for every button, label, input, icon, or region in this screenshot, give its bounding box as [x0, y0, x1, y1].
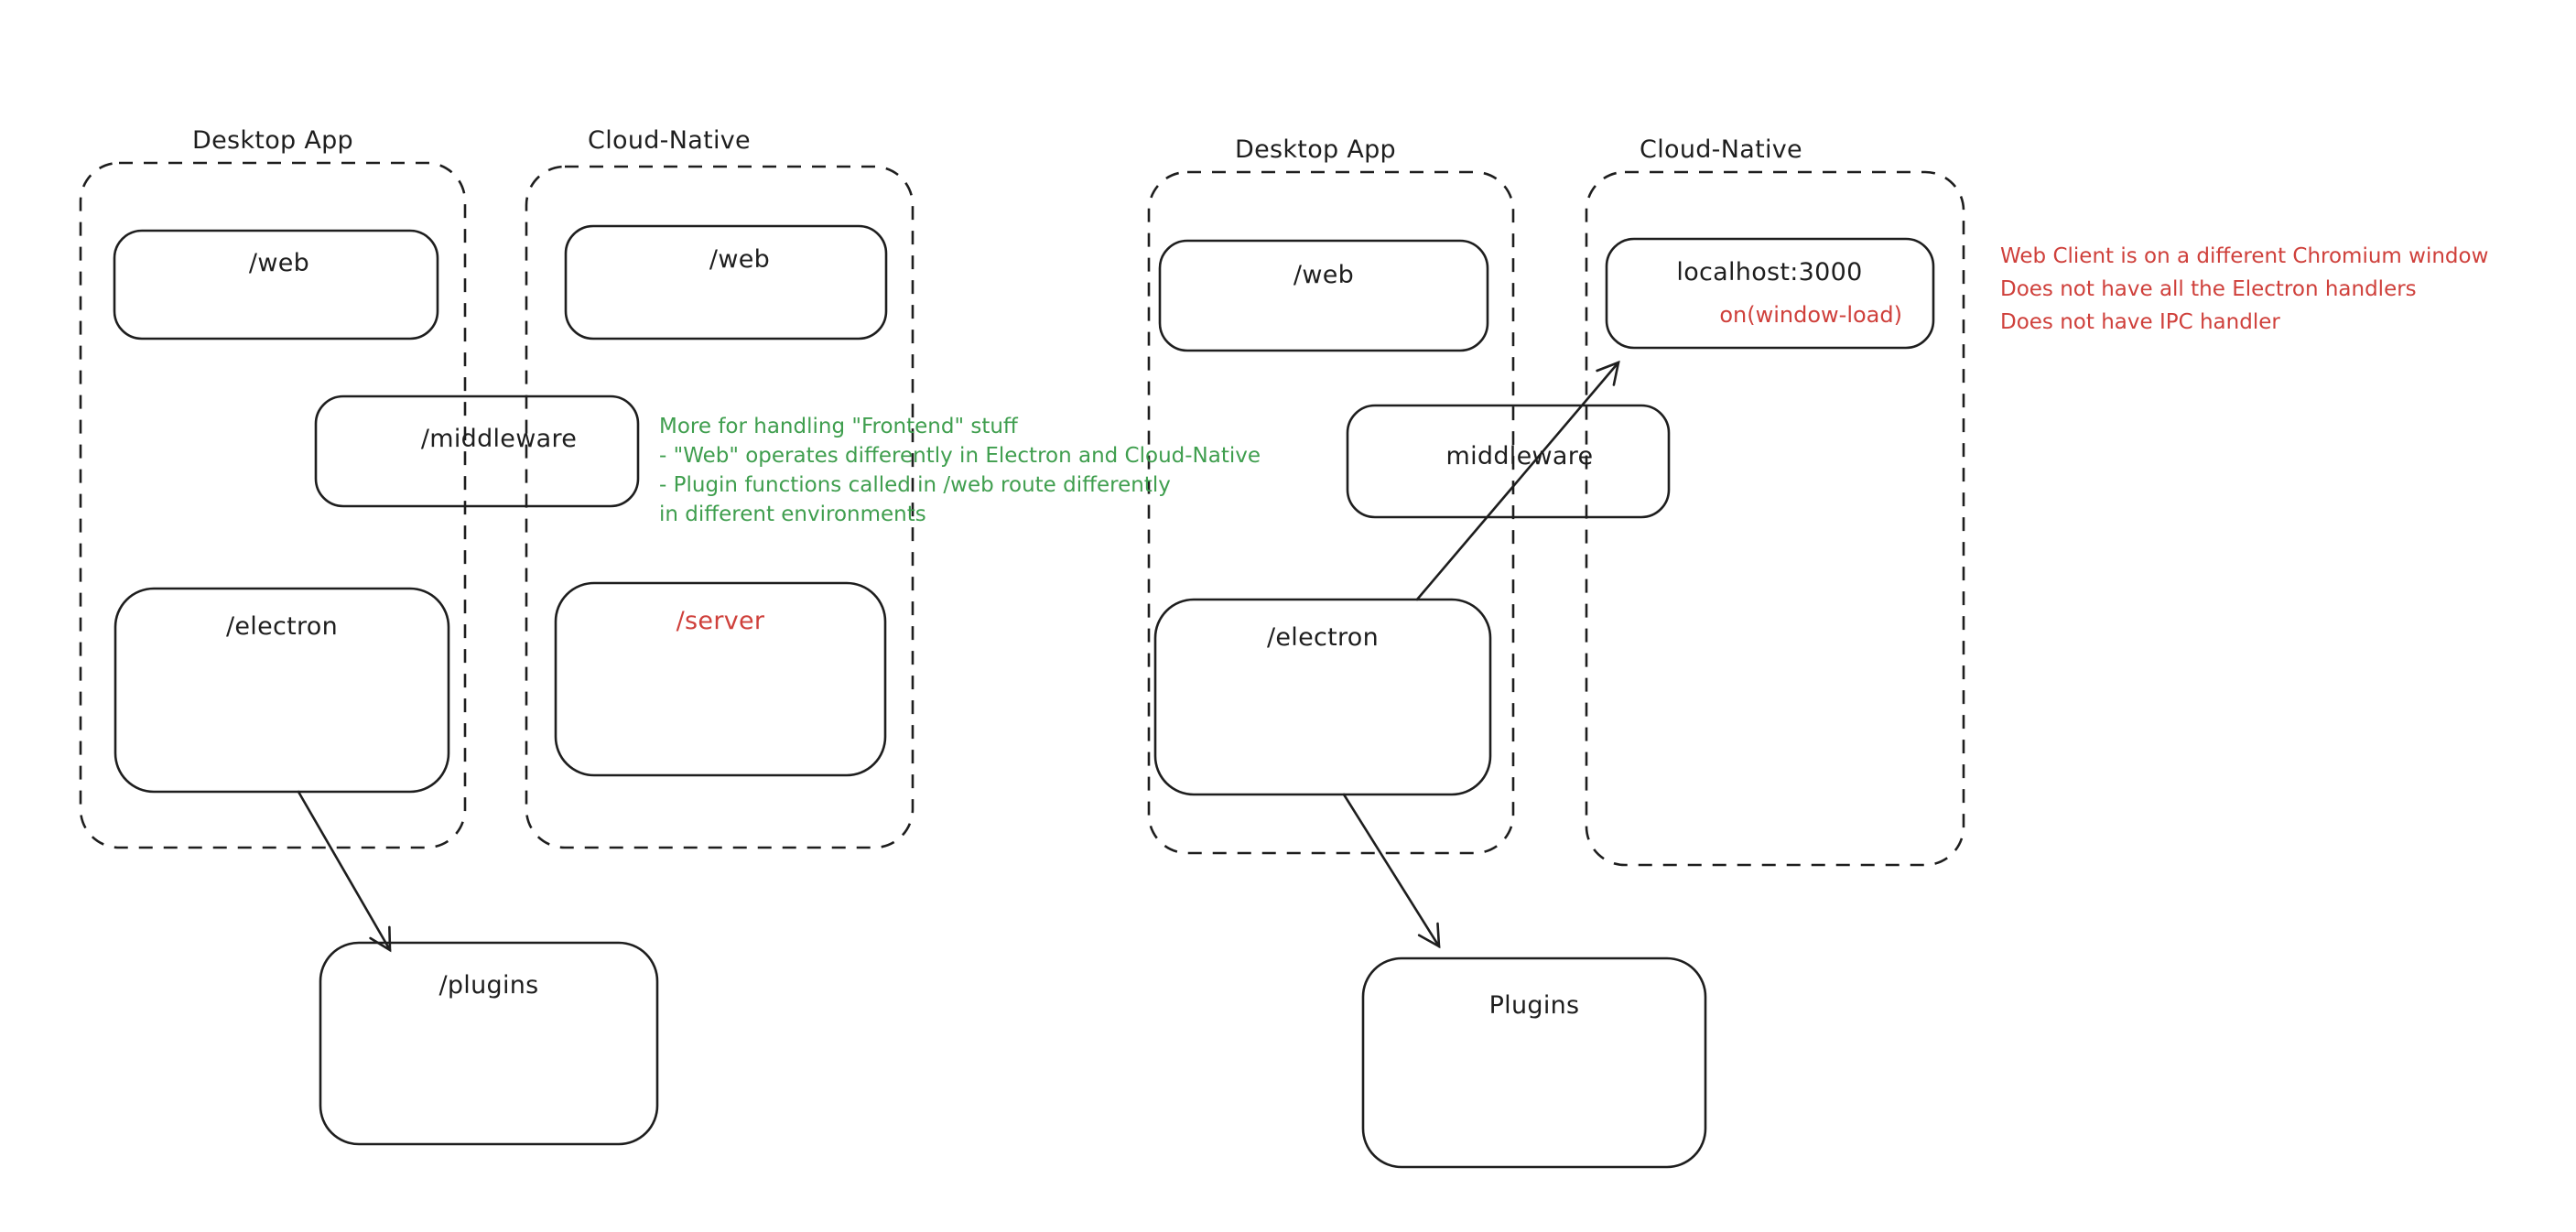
node-plugins-left[interactable]	[319, 941, 659, 1146]
node-label-plugins-left: /plugins	[438, 971, 539, 1000]
node-label-electron-right: /electron	[1266, 623, 1380, 652]
note-line: More for handling "Frontend" stuff	[659, 415, 1018, 438]
node-server-left[interactable]	[554, 581, 887, 777]
arrow-electron-to-localhost-right[interactable]	[1415, 360, 1620, 601]
container-cloud-native-right[interactable]	[1585, 170, 1965, 867]
note-line: - Plugin functions called in /web route …	[659, 473, 1171, 497]
container-label-cloud-native-left: Cloud-Native	[588, 126, 751, 155]
node-middleware-right[interactable]	[1346, 404, 1671, 519]
note-web-client-limitations: Web Client is on a different Chromium wi…	[2000, 240, 2488, 339]
container-label-desktop-app-right: Desktop App	[1235, 135, 1396, 164]
container-label-cloud-native-right: Cloud-Native	[1640, 135, 1802, 164]
node-electron-right[interactable]	[1153, 598, 1492, 796]
note-middleware-frontend: More for handling "Frontend" stuff - "We…	[659, 412, 1261, 529]
node-web-desktop-right[interactable]	[1158, 239, 1489, 352]
arrow-electron-to-plugins-right[interactable]	[1342, 793, 1441, 949]
note-line: Does not have all the Electron handlers	[2000, 277, 2417, 301]
node-label-web-desktop-left: /web	[248, 249, 310, 277]
node-label-electron-left: /electron	[225, 612, 339, 641]
node-annotation-window-load: on(window-load)	[1719, 302, 1902, 328]
node-label-middleware-left: /middleware	[420, 425, 578, 453]
node-electron-left[interactable]	[114, 587, 450, 794]
note-line: - "Web" operates differently in Electron…	[659, 444, 1261, 468]
container-label-desktop-app-left: Desktop App	[192, 126, 353, 155]
node-label-web-desktop-right: /web	[1293, 261, 1355, 289]
node-label-web-cloud-left: /web	[709, 245, 771, 274]
node-plugins-right[interactable]	[1361, 956, 1707, 1169]
node-localhost-right[interactable]	[1605, 237, 1935, 350]
node-label-server-left: /server	[676, 607, 765, 635]
note-line: in different environments	[659, 503, 926, 526]
note-line: Web Client is on a different Chromium wi…	[2000, 244, 2489, 268]
node-web-cloud-left[interactable]	[564, 224, 888, 340]
node-label-localhost: localhost:3000	[1676, 258, 1863, 286]
node-web-desktop-left[interactable]	[113, 229, 439, 340]
node-label-plugins-right: Plugins	[1488, 991, 1580, 1020]
note-line: Does not have IPC handler	[2000, 310, 2280, 334]
arrow-electron-to-plugins-left[interactable]	[297, 790, 392, 953]
node-label-middleware-right: middleware	[1445, 442, 1594, 470]
node-middleware-left[interactable]	[314, 394, 640, 508]
container-desktop-app-right[interactable]	[1147, 170, 1515, 855]
